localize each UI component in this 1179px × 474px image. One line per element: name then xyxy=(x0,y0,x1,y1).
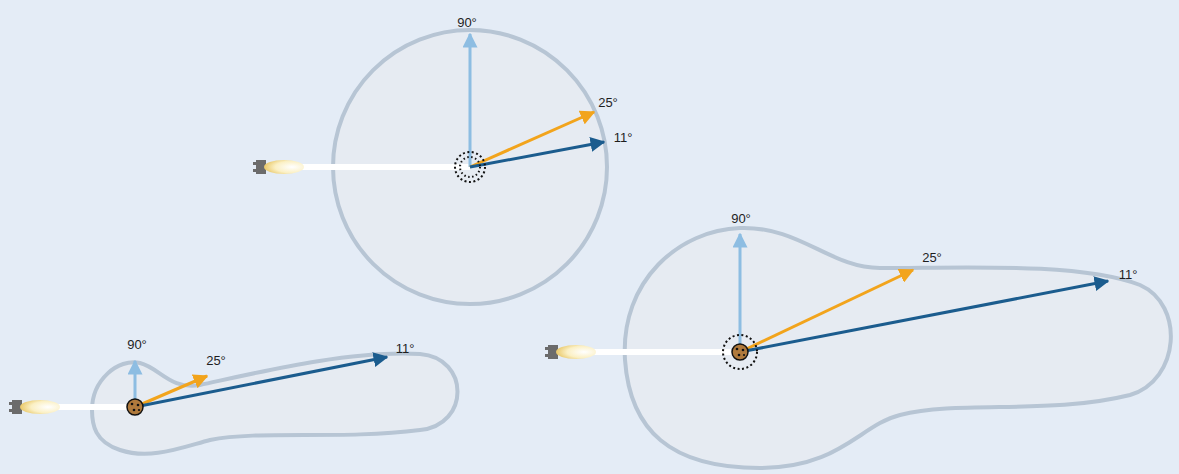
mie-small-lobe xyxy=(92,354,458,454)
angle-label: 90° xyxy=(127,338,147,351)
angle-label: 11° xyxy=(614,131,633,144)
light-source xyxy=(545,345,740,359)
scatter-arrows xyxy=(135,34,1108,407)
angle-label: 90° xyxy=(457,16,477,29)
angle-label: 25° xyxy=(598,96,618,109)
light-source xyxy=(9,400,135,414)
particle xyxy=(455,152,485,182)
mie-large-lobe xyxy=(625,228,1171,468)
particle xyxy=(723,335,757,369)
angle-label: 11° xyxy=(1119,268,1138,281)
angle-label: 25° xyxy=(206,354,226,367)
angle-label: 11° xyxy=(396,342,415,355)
particle xyxy=(127,399,143,415)
angle-label: 90° xyxy=(731,212,751,225)
angle-label: 25° xyxy=(922,251,942,264)
light-source xyxy=(253,160,470,174)
